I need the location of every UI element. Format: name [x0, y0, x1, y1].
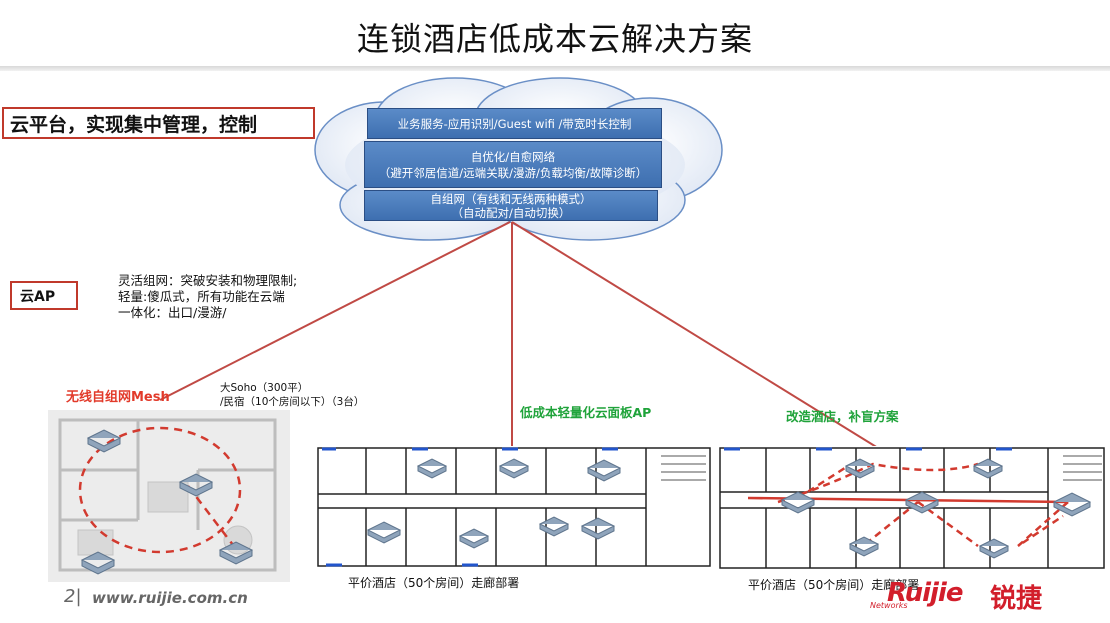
access-point-icon [538, 516, 570, 537]
retrofit-floorplan [718, 446, 1106, 570]
mesh-floorplan [48, 410, 290, 582]
mesh-note-line: 大Soho（300平） [220, 382, 309, 394]
page-number: 2| [64, 586, 82, 607]
cloud-ap-label: 云AP [10, 281, 78, 310]
link-to-retrofit [511, 221, 879, 449]
mesh-label: 无线自组网Mesh [66, 390, 170, 405]
link-to-mesh [159, 221, 511, 401]
feature-line: 一体化：出口/漫游/ [118, 305, 227, 320]
layer-line: 自优化/自愈网络 [470, 149, 556, 164]
retrofit-caption: 平价酒店（50个房间）走廊部署 [748, 578, 920, 592]
access-point-icon [178, 473, 214, 497]
brand-logo: Ruijie [887, 578, 963, 608]
access-point-icon [780, 491, 816, 514]
panel-ap-icons [366, 458, 622, 549]
access-point-icon [580, 517, 616, 540]
mesh-note: 大Soho（300平） /民宿（10个房间以下）（3台） [220, 381, 364, 409]
title-divider [0, 66, 1110, 71]
access-point-icon [978, 538, 1010, 559]
cloud-links [159, 221, 879, 449]
panel-ap-floorplan [316, 446, 712, 568]
brand-logo-sub: Networks [870, 601, 908, 610]
footer-url-link[interactable]: www.ruijie.com.cn [92, 589, 248, 607]
access-point-icon [498, 458, 530, 479]
feature-line: 灵活组网：突破安装和物理限制; [118, 273, 298, 288]
access-point-icon [848, 536, 880, 557]
retrofit-ap-icons [780, 458, 1092, 559]
access-point-icon [80, 551, 116, 575]
mesh-ap-icons [80, 429, 254, 575]
access-point-icon [586, 459, 622, 482]
access-point-icon [972, 458, 1004, 479]
panel-ap-caption: 平价酒店（50个房间）走廊部署 [348, 576, 520, 590]
access-point-icon [416, 458, 448, 479]
layer-line: 业务服务-应用识别/Guest wifi /带宽时长控制 [397, 116, 632, 131]
feature-line: 轻量:傻瓜式，所有功能在云端 [118, 289, 285, 304]
brand-logo-cn: 锐捷 [990, 584, 1043, 614]
panel-ap-label: 低成本轻量化云面板AP [520, 405, 652, 420]
access-point-icon [904, 491, 940, 514]
access-point-icon [1052, 492, 1092, 517]
retrofit-label: 改造酒店，补盲方案 [786, 409, 899, 424]
layer-line: （自动配对/自动切换） [451, 205, 571, 220]
page-title: 连锁酒店低成本云解决方案 [356, 20, 753, 58]
cloud-ap-features: 灵活组网：突破安装和物理限制; 轻量:傻瓜式，所有功能在云端 一体化：出口/漫游… [118, 273, 297, 321]
layer-line: 自组网（有线和无线两种模式） [430, 191, 592, 206]
cloud-platform-label: 云平台，实现集中管理，控制 [2, 107, 315, 139]
access-point-icon [218, 541, 254, 565]
cloud-layer-self-optimize: 自优化/自愈网络 （避开邻居信道/远端关联/漫游/负载均衡/故障诊断） [364, 141, 662, 188]
mesh-note-line: /民宿（10个房间以下）（3台） [220, 396, 365, 408]
layer-line: （避开邻居信道/远端关联/漫游/负载均衡/故障诊断） [378, 165, 648, 180]
access-point-icon [844, 458, 876, 479]
cloud-layer-self-organize: 自组网（有线和无线两种模式） （自动配对/自动切换） [364, 190, 658, 221]
cloud-layer-service: 业务服务-应用识别/Guest wifi /带宽时长控制 [367, 108, 662, 139]
access-point-icon [366, 521, 402, 544]
access-point-icon [458, 528, 490, 549]
access-point-icon [86, 429, 122, 453]
